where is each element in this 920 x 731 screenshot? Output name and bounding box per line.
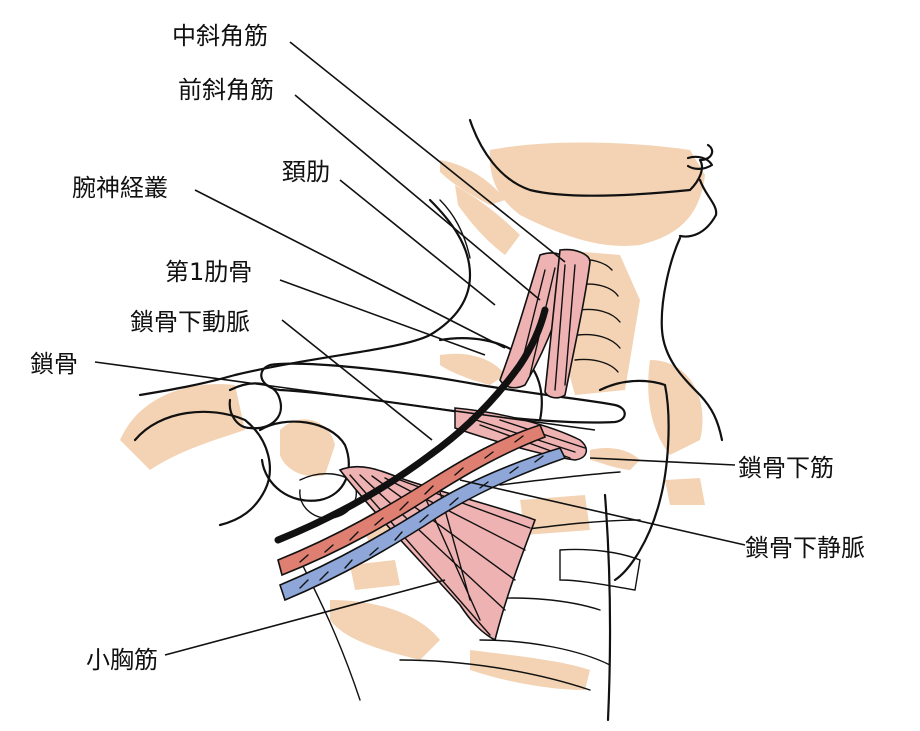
label-subclavian-vein: 鎖骨下静脈 (745, 534, 865, 562)
neck-front-outline (660, 236, 724, 442)
leader-middle-scalene (289, 41, 566, 263)
subclavian-vein-band (279, 447, 567, 602)
leader-clavicle (94, 361, 596, 431)
leader-subclavius (589, 457, 736, 466)
scapula-shading (648, 360, 703, 455)
shoulder-shading (120, 384, 245, 470)
label-first-rib: 第1肋骨 (165, 258, 252, 286)
chin-outline (678, 178, 718, 238)
humerus-head-shading (280, 419, 335, 477)
label-subclavius: 鎖骨下筋 (738, 454, 834, 482)
lip-outline (686, 155, 714, 170)
clavicle-outline (260, 362, 626, 424)
brachial-plexus-nerve (274, 306, 549, 544)
lower-rib-curve (399, 659, 591, 691)
skeleton-outlines (133, 118, 724, 722)
vessels-and-nerves (274, 306, 567, 602)
rib-outline-1 (499, 471, 621, 486)
mandible-shading (489, 142, 705, 246)
bone-shading (120, 142, 705, 690)
leader-subclavian-vein (459, 479, 746, 546)
leader-anterior-scalene (294, 94, 541, 301)
neck-back-outline (138, 198, 472, 397)
label-subclavian-artery: 鎖骨下動脈 (130, 308, 250, 336)
rib-outline-5 (479, 639, 611, 666)
neck-shading-1 (440, 160, 505, 205)
cervical-vertebrae (574, 258, 621, 373)
label-clavicle: 鎖骨 (30, 350, 78, 378)
leader-cervical-rib (339, 179, 496, 306)
rib-outline-3 (559, 548, 641, 591)
artery-stripes (299, 435, 524, 563)
leader-first-rib (279, 279, 486, 356)
label-cervical-rib: 頚肋 (282, 158, 330, 186)
leader-lines (94, 41, 746, 656)
sternum-outline (603, 493, 612, 722)
rib-shading-7 (440, 353, 505, 385)
leader-pectoralis-minor (164, 579, 446, 656)
label-brachial-plexus: 腕神経叢 (72, 174, 168, 202)
label-pectoralis-minor: 小胸筋 (86, 646, 158, 674)
rib-shading-3 (330, 600, 440, 660)
rib-outline-2 (519, 519, 641, 531)
rib-shading-1 (665, 478, 705, 505)
skull-shading (455, 185, 520, 255)
humerus-shaft (133, 410, 271, 527)
leader-brachial-plexus (194, 189, 506, 349)
scapula-outline (598, 379, 670, 582)
labels: 中斜角筋 前斜角筋 頚肋 腕神経叢 第1肋骨 鎖骨下動脈 鎖骨 鎖骨下筋 鎖骨下… (30, 22, 865, 674)
trapezius-line (439, 199, 471, 259)
subclavian-artery-band (277, 424, 547, 577)
rib-shading-6 (350, 560, 400, 590)
pectoralis-minor-fibers (349, 474, 531, 636)
label-middle-scalene: 中斜角筋 (172, 22, 268, 50)
leader-subclavian-artery (281, 319, 433, 441)
rib-shading-4 (470, 650, 590, 690)
middle-scalene-muscle (544, 248, 591, 399)
label-anterior-scalene: 前斜角筋 (178, 76, 274, 104)
